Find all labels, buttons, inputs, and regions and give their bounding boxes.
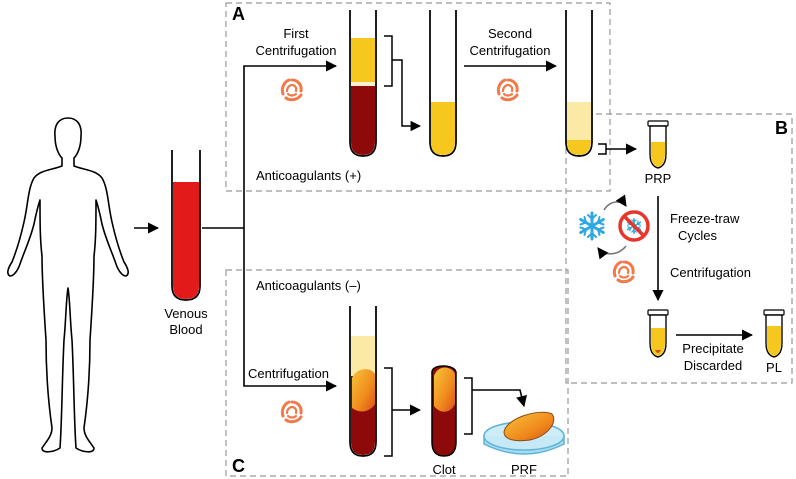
snowflake-icon — [579, 211, 605, 241]
prf-label: PRF — [511, 462, 537, 477]
panel-b-label: B — [775, 118, 788, 138]
second-centrifugation-label-2: Centrifugation — [470, 43, 551, 58]
first-centrifugation-label-1: First — [283, 26, 309, 41]
centrifugation-b-label: Centrifugation — [670, 265, 751, 280]
freeze-thaw-label-1: Freeze-traw — [670, 211, 740, 226]
pl-label: PL — [766, 360, 782, 375]
anticoagulants-plus-label: Anticoagulants (+) — [256, 168, 361, 183]
venous-blood-label-1: Venous — [164, 306, 208, 321]
freeze-thaw-label-2: Cycles — [678, 228, 718, 243]
anticoagulants-minus-label: Anticoagulants (–) — [256, 278, 361, 293]
venous-blood-tube — [171, 150, 201, 301]
first-centrifugation-label-2: Centrifugation — [256, 43, 337, 58]
clot-label: Clot — [432, 462, 456, 477]
panel-a-label: A — [232, 4, 245, 24]
centrifuge-spin-icon-2 — [496, 78, 519, 102]
centrifuge-spin-icon-4 — [280, 400, 303, 424]
centrifugation-c-label: Centrifugation — [248, 366, 329, 381]
second-centrifugation-label-1: Second — [488, 26, 532, 41]
prp-label: PRP — [645, 171, 672, 186]
petri-dish-icon — [483, 411, 565, 455]
centrifuged-tube-a1 — [349, 10, 377, 157]
precipitate-label-2: Discarded — [684, 358, 743, 373]
plasma-tube-a2 — [429, 10, 457, 157]
no-heat-icon — [618, 210, 650, 242]
pl-tube — [763, 309, 785, 358]
centrifuge-spin-icon-3 — [612, 260, 635, 284]
panel-a-box — [225, 2, 611, 192]
human-silhouette-icon — [7, 117, 129, 453]
panel-c-label: C — [232, 456, 245, 476]
prp-tube — [647, 120, 669, 169]
centrifuged-tube-a3 — [565, 10, 593, 157]
panel-b-box — [565, 113, 793, 384]
centrifuged-mini-tube — [647, 309, 669, 358]
centrifuged-tube-c1 — [349, 306, 377, 457]
centrifuge-spin-icon — [280, 78, 303, 102]
venous-blood-label-2: Blood — [169, 322, 202, 337]
precipitate-label-1: Precipitate — [682, 341, 743, 356]
clot-shape — [431, 365, 457, 457]
panel-c-box — [225, 269, 569, 477]
